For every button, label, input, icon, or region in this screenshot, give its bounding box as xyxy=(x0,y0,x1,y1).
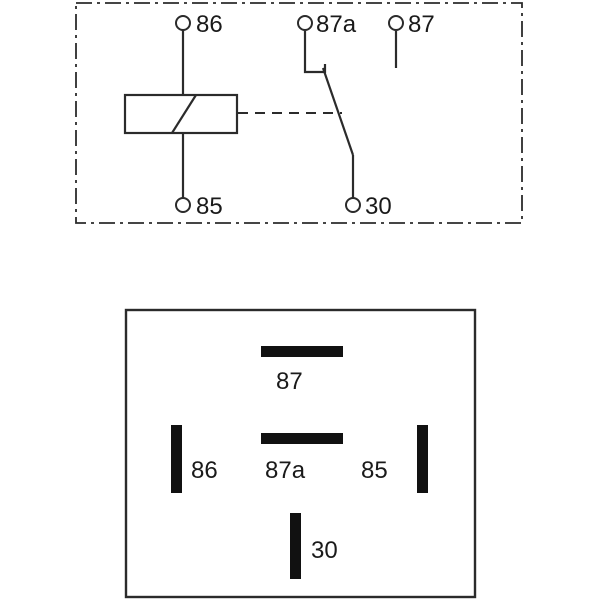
terminal-87a-circle xyxy=(297,15,313,31)
terminal-87-label: 87 xyxy=(408,11,435,38)
pin-86-label: 86 xyxy=(191,457,218,484)
terminal-87-circle xyxy=(388,15,404,31)
pin-30-blade xyxy=(290,513,301,579)
relay-pinout: 87 87a 86 85 30 xyxy=(124,308,477,599)
pin-87-blade xyxy=(261,346,343,357)
terminal-86-label: 86 xyxy=(196,11,223,38)
pin-30-label: 30 xyxy=(311,537,338,564)
pin-87a-blade xyxy=(261,433,343,444)
schematic-frame xyxy=(75,2,523,224)
terminal-30-label: 30 xyxy=(365,193,392,220)
terminal-86-circle xyxy=(175,15,191,31)
coil-box xyxy=(123,93,239,135)
coil-slash xyxy=(171,94,197,134)
switch-blade xyxy=(321,67,355,156)
terminal-85-circle xyxy=(175,197,191,213)
pin-85-label: 85 xyxy=(361,457,388,484)
relay-schematic: 86 87a 87 85 30 xyxy=(75,2,523,224)
terminal-85-label: 85 xyxy=(196,193,223,220)
pin-86-blade xyxy=(171,425,182,493)
pin-85-blade xyxy=(417,425,428,493)
pin-87-label: 87 xyxy=(276,368,303,395)
terminal-87a-label: 87a xyxy=(316,11,357,38)
terminal-30-circle xyxy=(345,197,361,213)
contact-87a-lead xyxy=(303,31,327,74)
pin-87a-label: 87a xyxy=(265,457,306,484)
